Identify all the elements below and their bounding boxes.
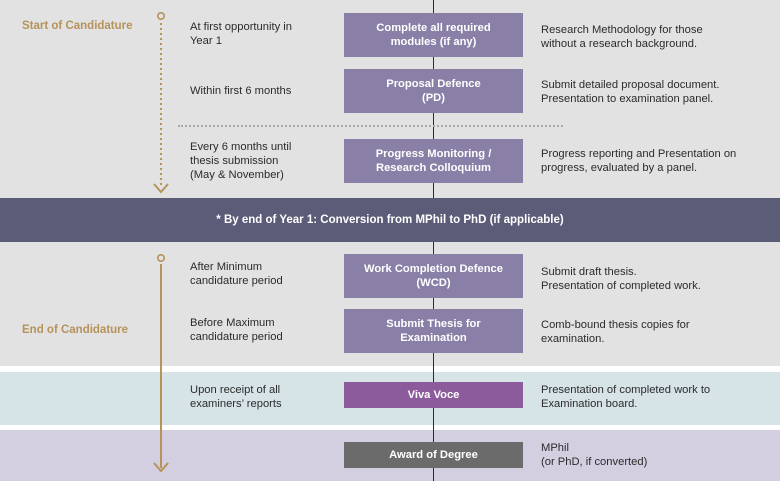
end-arrow-icon bbox=[153, 254, 169, 473]
end-label: End of Candidature bbox=[22, 324, 129, 336]
conversion-bar: * By end of Year 1: Conversion from MPhi… bbox=[0, 198, 780, 242]
dotted-separator bbox=[178, 125, 563, 127]
step-3-box: Progress Monitoring /Research Colloquium bbox=[344, 139, 523, 183]
step-2-desc: Submit detailed proposal document.Presen… bbox=[541, 79, 720, 105]
step-4-desc: Submit draft thesis.Presentation of comp… bbox=[541, 266, 701, 292]
connector-line-bottom bbox=[433, 242, 434, 481]
step-4-box: Work Completion Defence(WCD) bbox=[344, 254, 523, 298]
step-7-desc: MPhil(or PhD, if converted) bbox=[541, 442, 648, 468]
step-6-box: Viva Voce bbox=[344, 382, 523, 408]
step-2-timing: Within first 6 months bbox=[190, 85, 292, 97]
step-7-box: Award of Degree bbox=[344, 442, 523, 468]
start-label: Start of Candidature bbox=[22, 20, 133, 32]
start-arrow-icon bbox=[153, 12, 169, 194]
step-2-box: Proposal Defence(PD) bbox=[344, 69, 523, 113]
